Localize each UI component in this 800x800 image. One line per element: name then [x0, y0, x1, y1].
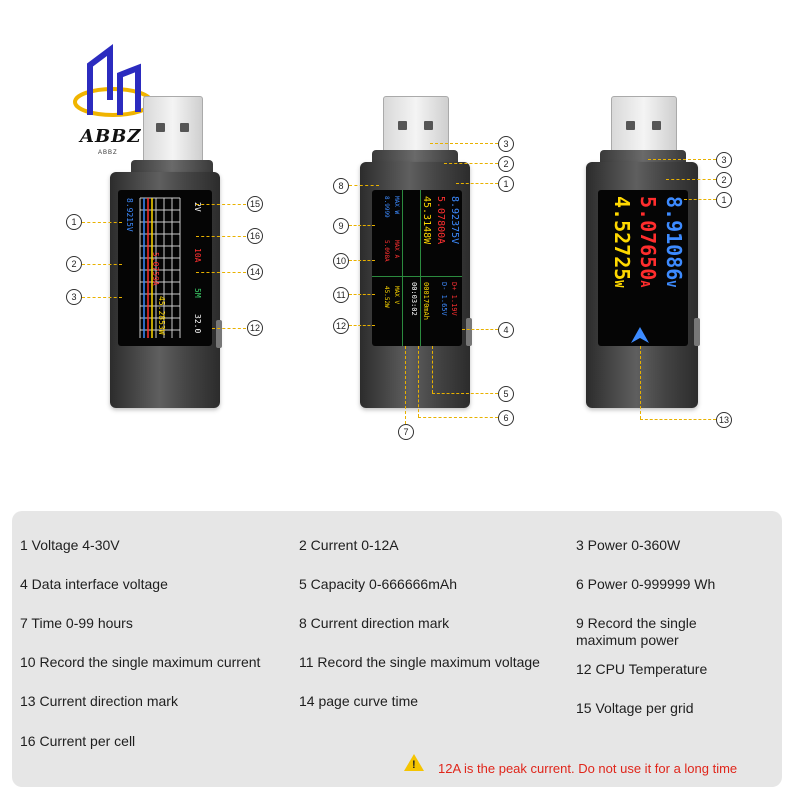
logo-subtext: ABBZ: [98, 150, 118, 156]
usb-connector: [383, 96, 449, 154]
callout-8: 8: [333, 178, 349, 194]
current-direction-arrow-icon: [631, 327, 649, 343]
feature-1: 1 Voltage 4-30V: [20, 537, 120, 553]
max-v-value: 45.52W: [383, 286, 390, 308]
feature-5: 5 Capacity 0-666666mAh: [299, 576, 457, 592]
voltage-reading: 8.92375V: [449, 196, 460, 245]
callout-9: 9: [333, 218, 349, 234]
callout-6: 6: [498, 410, 514, 426]
power-reading: 4.52725W: [610, 196, 634, 288]
callout-15: 15: [247, 196, 263, 212]
feature-14: 14 page curve time: [299, 693, 419, 709]
device-neck: [600, 150, 686, 164]
dplus-voltage: D+ 1.19V: [450, 282, 458, 316]
dminus-voltage: D- 1.65V: [440, 282, 448, 316]
feature-8: 8 Current direction mark: [299, 615, 450, 631]
max-a-label: MAX A: [393, 240, 400, 259]
max-w-value: 8.9999: [383, 196, 390, 218]
current-reading: 5.07800A: [435, 196, 446, 245]
cpu-temp: 32.0: [193, 314, 202, 334]
callout-3: 3: [66, 289, 82, 305]
capacity-reading: 000170mAh: [422, 282, 430, 320]
callout-5: 5: [498, 386, 514, 402]
current-reading: 5.0759A: [151, 252, 160, 286]
callout-1: 1: [66, 214, 82, 230]
feature-10: 10 Record the single maximum current: [20, 654, 261, 670]
feature-2: 2 Current 0-12A: [299, 537, 399, 553]
page-time: 5M: [193, 288, 202, 298]
power-reading: 45.2853W: [157, 296, 166, 335]
callout-13: 13: [716, 412, 732, 428]
callout-12: 12: [333, 318, 349, 334]
device-neck: [372, 150, 458, 164]
side-button[interactable]: [466, 318, 472, 346]
callout-2: 2: [66, 256, 82, 272]
callout-1: 1: [716, 192, 732, 208]
feature-15: 15 Voltage per grid: [576, 700, 694, 716]
warning-text: 12A is the peak current. Do not use it f…: [438, 761, 738, 776]
callout-14: 14: [247, 264, 263, 280]
time-reading: 00:03:02: [410, 282, 418, 316]
callout-16: 16: [247, 228, 263, 244]
usb-connector: [611, 96, 677, 154]
side-button[interactable]: [694, 318, 700, 346]
callout-3: 3: [716, 152, 732, 168]
feature-7: 7 Time 0-99 hours: [20, 615, 133, 631]
device-3-screen: 8.91086V 5.07650A 4.52725W: [598, 190, 688, 346]
feature-13: 13 Current direction mark: [20, 693, 178, 709]
callout-4: 4: [498, 322, 514, 338]
logo-text: ABBZ: [80, 126, 142, 147]
usb-connector: [143, 96, 203, 166]
power-reading: 45.3148W: [421, 196, 432, 245]
callout-12: 12: [247, 320, 263, 336]
feature-6: 6 Power 0-999999 Wh: [576, 576, 716, 592]
warning-icon: [404, 754, 424, 771]
current-reading: 5.07650A: [636, 196, 660, 288]
brand-logo: ABBZ ABBZ: [70, 40, 160, 170]
amps-per-cell: 10A: [193, 248, 202, 263]
max-a-value: 5.098A: [383, 240, 390, 262]
side-button[interactable]: [216, 320, 222, 348]
voltage-reading: 8.91086V: [662, 196, 686, 288]
feature-16: 16 Current per cell: [20, 733, 136, 749]
max-w-label: MAX W: [393, 196, 400, 215]
callout-1: 1: [498, 176, 514, 192]
device-1-screen: 8.9215V 5.0759A 45.2853W 2V 10A 5M 32.0: [118, 190, 212, 346]
feature-9: 9 Record the single maximum power: [576, 615, 697, 648]
feature-list-panel: 1 Voltage 4-30V 2 Current 0-12A 3 Power …: [12, 511, 782, 787]
feature-11: 11 Record the single maximum voltage: [299, 654, 540, 670]
voltage-reading: 8.9215V: [125, 198, 134, 232]
feature-3: 3 Power 0-360W: [576, 537, 681, 553]
callout-7: 7: [398, 424, 414, 440]
callout-2: 2: [498, 156, 514, 172]
feature-4: 4 Data interface voltage: [20, 576, 168, 592]
grid-chart: [139, 197, 181, 338]
callout-3: 3: [498, 136, 514, 152]
device-neck: [131, 160, 213, 174]
callout-10: 10: [333, 253, 349, 269]
device-2-screen: 8.92375V 5.07800A 45.3148W D+ 1.19V D- 1…: [372, 190, 462, 346]
callout-11: 11: [333, 287, 349, 303]
max-v-label: MAX V: [393, 286, 400, 305]
feature-12: 12 CPU Temperature: [576, 661, 708, 677]
callout-2: 2: [716, 172, 732, 188]
